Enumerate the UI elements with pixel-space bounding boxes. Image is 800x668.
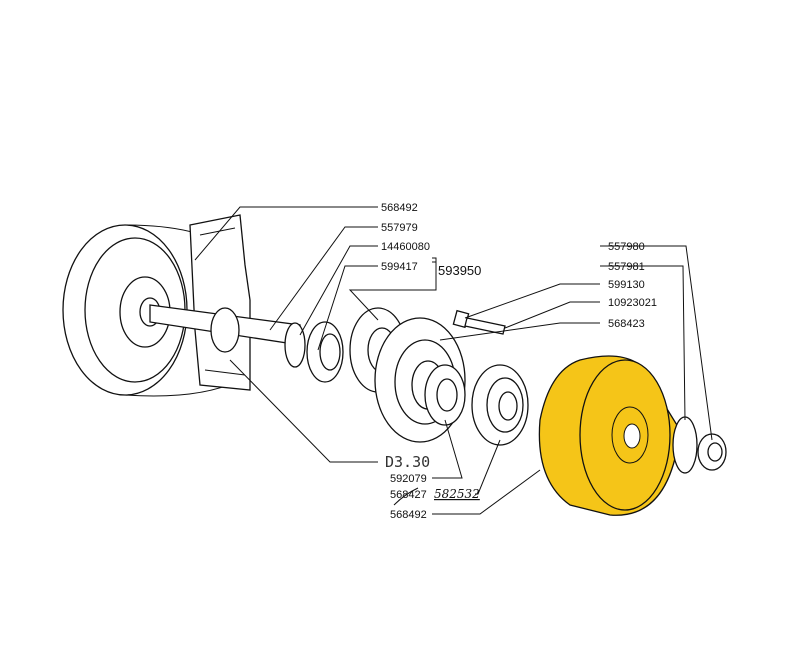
handwritten-582532: 582532 bbox=[434, 487, 480, 501]
bearings bbox=[424, 364, 529, 446]
bolt bbox=[452, 309, 506, 335]
label-10923021: 10923021 bbox=[608, 297, 657, 309]
label-599130: 599130 bbox=[608, 279, 645, 291]
label-14460080: 14460080 bbox=[381, 241, 430, 253]
suspension-arm bbox=[189, 214, 251, 391]
label-557981: 557981 bbox=[608, 261, 645, 273]
label-557980: 557980 bbox=[608, 241, 645, 253]
washer-and-nut bbox=[672, 416, 727, 474]
group-label-593950: 593950 bbox=[438, 263, 481, 278]
label-568423: 568423 bbox=[608, 318, 645, 330]
label-557979: 557979 bbox=[381, 222, 418, 234]
highlighted-pulley bbox=[538, 355, 681, 516]
label-592079: 592079 bbox=[390, 473, 427, 485]
label-568492-bottom: 568492 bbox=[390, 509, 427, 521]
label-599417: 599417 bbox=[381, 261, 418, 273]
label-568427: 568427 bbox=[390, 489, 427, 501]
leader-lines bbox=[194, 206, 713, 515]
label-568492: 568492 bbox=[381, 202, 418, 214]
reference-d330: D3.30 bbox=[385, 453, 430, 471]
